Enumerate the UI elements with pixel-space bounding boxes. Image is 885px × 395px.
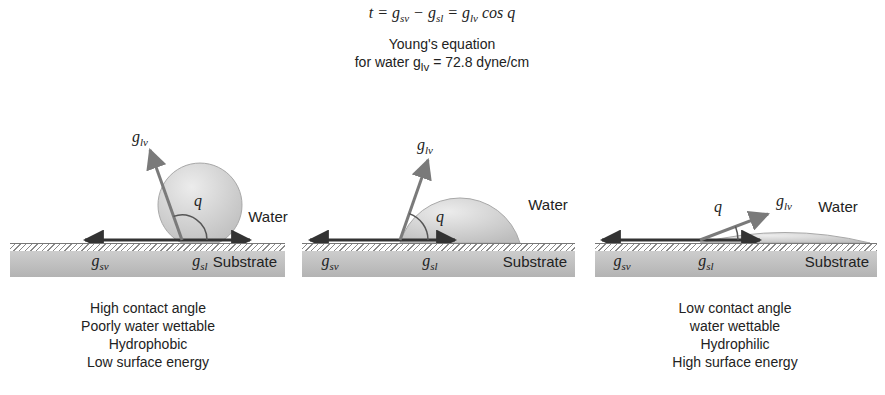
subscript: lv [425,144,433,156]
equation: t = gsv − gsl = glv cos q [369,4,516,24]
tension-symbol: gsv [91,252,108,272]
force-arrow [182,239,250,242]
angle-arc [174,215,207,240]
substrate-label: Substrate [805,253,869,270]
subscript: lv [140,136,148,148]
description: Poorly water wettable [81,318,215,334]
force-arrow [85,239,182,242]
substrate-label: Substrate [503,253,567,270]
subscript: sv [400,12,409,24]
tension-symbol: glv [417,136,433,156]
angle-arc [736,226,739,240]
description: Hydrophobic [109,336,188,352]
tension-symbol: gsv [321,252,338,272]
angle-symbol: q [714,198,722,216]
water-drop [400,198,520,243]
force-arrow [602,239,700,242]
angle-symbol: q [436,208,444,226]
substrate-band: Substrate [595,243,877,277]
description: Hydrophilic [700,336,769,352]
substrate-band: Substrate [10,243,285,277]
subscript: sv [329,260,338,272]
water-drop [158,163,242,243]
subscript: sl [430,260,437,272]
tension-symbol: glv [776,192,792,212]
description: water wettable [690,318,780,334]
subscript: lv [784,200,792,212]
subscript: sl [436,12,443,24]
tension-symbol: glv [132,128,148,148]
tension-symbol: gsl [192,252,207,272]
subscript: sv [99,260,108,272]
description: High surface energy [672,354,797,370]
force-arrow [400,160,428,240]
substrate-label: Substrate [213,253,277,270]
equation-title: Young's equation [389,36,495,52]
force-arrow [310,239,400,242]
force-arrow [700,214,768,240]
water-label: Water [528,196,567,213]
substrate-band: Substrate [302,243,575,277]
description: High contact angle [90,300,206,316]
subscript: sl [706,260,713,272]
description: Low surface energy [87,354,209,370]
tension-symbol: gsl [422,252,437,272]
water-label: Water [248,208,287,225]
tension-symbol: gsv [613,252,630,272]
force-arrow [150,150,182,240]
water-film [700,233,870,244]
note: for water glv = 72.8 dyne/cm [355,54,530,73]
subscript: sv [621,260,630,272]
tension-symbol: gsl [698,252,713,272]
force-arrow [700,239,760,242]
subscript: lv [421,60,429,73]
angle-symbol: q [194,192,202,210]
angle-arc [409,214,428,240]
description: Low contact angle [679,300,792,316]
subscript: lv [470,12,478,24]
water-label: Water [818,198,857,215]
subscript: sl [200,260,207,272]
